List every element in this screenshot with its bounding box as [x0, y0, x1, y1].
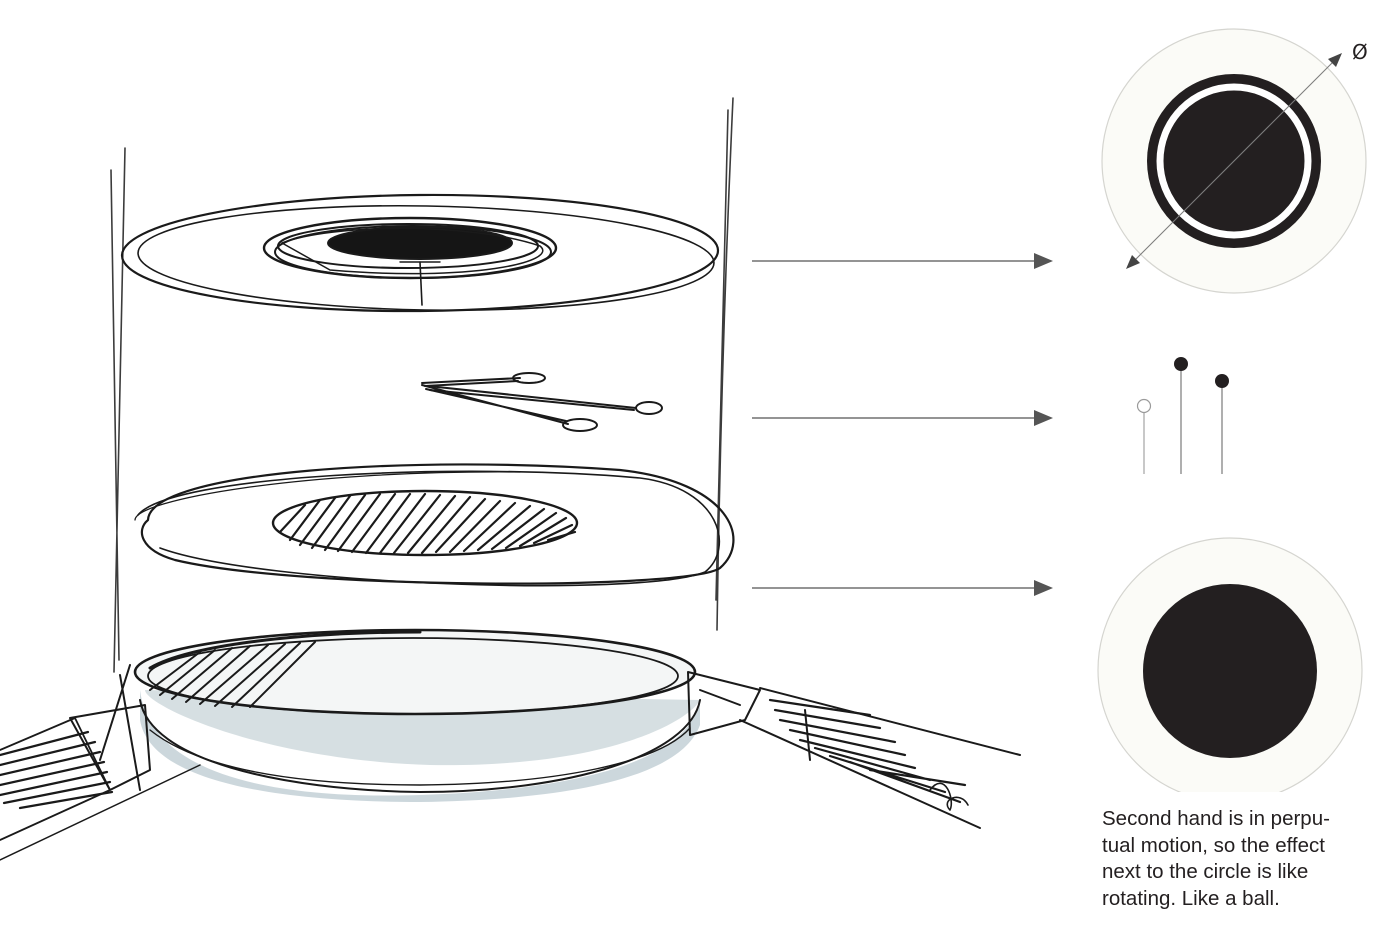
- sketch-watch-case: [0, 630, 1020, 860]
- diameter-label: Ø: [1352, 40, 1368, 64]
- ring-graphic: Ø: [1102, 29, 1368, 293]
- cylinder-left-guide: [111, 148, 125, 672]
- arrow-right-icon: [752, 253, 1053, 596]
- sketch-hands-layer: [422, 373, 662, 431]
- sketch-dial-layer: [135, 464, 733, 585]
- dial-disc-icon: [1098, 538, 1362, 802]
- watch-exploded-sketch-icon: [0, 98, 1020, 860]
- caption-text: Second hand is in perpu- tual motion, so…: [1102, 806, 1364, 912]
- dial-hatching: [280, 494, 575, 553]
- watch-hands-icon: [1138, 357, 1230, 474]
- sketch-top-layer: [122, 192, 719, 315]
